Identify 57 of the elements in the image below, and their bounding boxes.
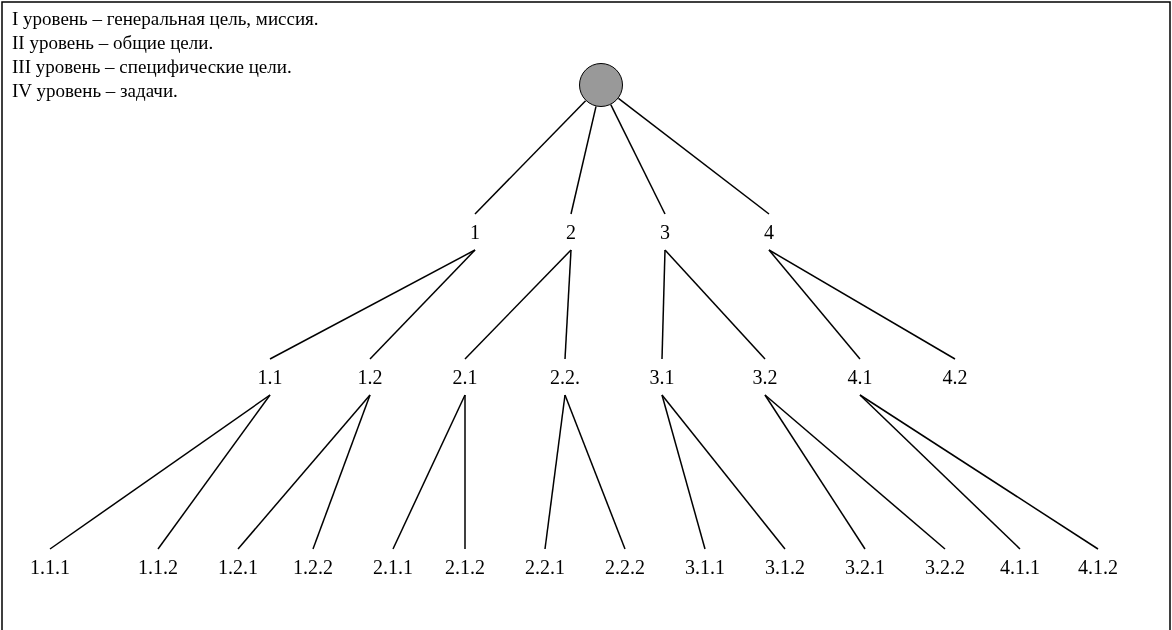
node-number: 1.2: [342, 365, 398, 389]
connector-line: [49, 394, 271, 550]
connector-line: [859, 394, 1021, 550]
connector-line: [764, 394, 866, 550]
node-number: 3.2: [737, 365, 793, 389]
connector-line: [392, 394, 466, 550]
connector-line: [369, 249, 476, 360]
connector-line: [544, 394, 566, 550]
node-number: 3.1.2: [757, 555, 813, 579]
level-note: IV уровень – задачи.: [12, 80, 178, 103]
node-number: 1.1: [242, 365, 298, 389]
connector-line: [157, 394, 271, 550]
connector-line: [564, 394, 626, 550]
connector-line: [768, 249, 861, 360]
node-number: 4.1.1: [992, 555, 1048, 579]
connector-line: [464, 394, 466, 550]
connector-line: [312, 394, 371, 550]
connector-line: [570, 105, 597, 215]
node-number: 2: [543, 220, 599, 244]
connector-line: [661, 249, 666, 360]
connector-line: [661, 394, 706, 550]
node-number: 3.2.2: [917, 555, 973, 579]
node-number: 1.1.1: [22, 555, 78, 579]
node-number: 2.2.2: [597, 555, 653, 579]
root-circle: [579, 63, 623, 107]
node-number: 4: [741, 220, 797, 244]
level-note: II уровень – общие цели.: [12, 32, 214, 55]
node-number: 1.2.2: [285, 555, 341, 579]
node-number: 3.2.1: [837, 555, 893, 579]
level-note: I уровень – генеральная цель, миссия.: [12, 8, 319, 31]
connector-line: [610, 103, 666, 215]
node-number: 3.1.1: [677, 555, 733, 579]
node-number: 2.1.1: [365, 555, 421, 579]
connector-line: [617, 97, 770, 215]
node-number: 3: [637, 220, 693, 244]
connector-line: [564, 249, 572, 360]
node-number: 4.1: [832, 365, 888, 389]
connector-line: [764, 394, 946, 550]
node-number: 2.2.1: [517, 555, 573, 579]
connector-line: [661, 394, 786, 550]
connector-line: [464, 249, 572, 360]
node-number: 2.2.: [537, 365, 593, 389]
node-number: 1.1.2: [130, 555, 186, 579]
node-number: 4.1.2: [1070, 555, 1126, 579]
level-note: III уровень – специфические цели.: [12, 56, 292, 79]
connector-line: [768, 249, 956, 360]
node-number: 3.1: [634, 365, 690, 389]
node-number: 2.1.2: [437, 555, 493, 579]
connector-line: [269, 249, 476, 360]
node-number: 1.2.1: [210, 555, 266, 579]
connector-line: [859, 394, 1099, 550]
node-number: 4.2: [927, 365, 983, 389]
connector-line: [664, 249, 766, 360]
connector-line: [237, 394, 371, 550]
node-number: 1: [447, 220, 503, 244]
connector-line: [474, 100, 587, 215]
node-number: 2.1: [437, 365, 493, 389]
